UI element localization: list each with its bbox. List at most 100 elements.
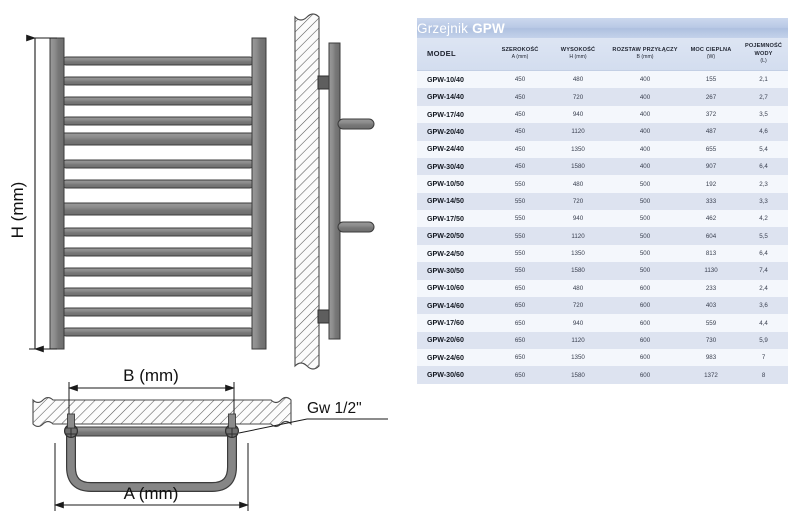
table-title-plain: Grzejnik	[417, 20, 473, 36]
cell-height: 1580	[549, 262, 607, 280]
plan-riser-left	[67, 413, 75, 429]
table-title-row: Grzejnik GPW	[417, 18, 789, 38]
dimension-width-a	[53, 443, 250, 511]
cell-spacing: 400	[607, 88, 683, 106]
cell-spacing: 500	[607, 262, 683, 280]
cell-capacity: 3,5	[739, 105, 789, 124]
cell-spacing: 400	[607, 157, 683, 176]
cell-height: 1580	[549, 157, 607, 176]
cell-power: 907	[683, 157, 739, 176]
side-hanger-bar-bottom	[337, 221, 375, 233]
radiator-hanger-bars	[55, 132, 261, 216]
cell-capacity: 3,6	[739, 296, 789, 315]
cell-height: 940	[549, 314, 607, 332]
cell-model: GPW-24/60	[417, 349, 491, 367]
cell-spacing: 400	[607, 123, 683, 141]
cell-width: 550	[491, 262, 549, 280]
side-view-radiator	[294, 13, 375, 370]
cell-width: 450	[491, 157, 549, 176]
cell-power: 655	[683, 140, 739, 158]
column-header-spacing-name: ROZSTAW PRZYŁĄCZY	[612, 46, 678, 53]
column-header-power: MOC CIEPLNA (W)	[683, 38, 739, 72]
cell-model: GPW-30/50	[417, 262, 491, 280]
cell-model: GPW-24/50	[417, 244, 491, 263]
plan-pipe-body	[67, 428, 236, 491]
cell-spacing: 500	[607, 192, 683, 211]
cell-height: 720	[549, 296, 607, 315]
cell-spacing: 600	[607, 296, 683, 315]
cell-spacing: 600	[607, 349, 683, 367]
column-header-height-name: WYSOKOŚĆ	[560, 46, 596, 53]
cell-capacity: 3,3	[739, 192, 789, 211]
cell-height: 480	[549, 279, 607, 297]
plan-wall-hatch	[33, 397, 291, 427]
cell-height: 480	[549, 70, 607, 89]
cell-width: 650	[491, 314, 549, 332]
plan-riser-right	[228, 413, 236, 429]
column-header-capacity-unit: (L)	[760, 58, 767, 65]
cell-height: 1580	[549, 366, 607, 384]
bottom-view-plan	[32, 396, 292, 492]
cell-width: 550	[491, 192, 549, 211]
cell-model: GPW-20/60	[417, 331, 491, 350]
cell-power: 333	[683, 192, 739, 211]
cell-power: 813	[683, 244, 739, 263]
cell-power: 155	[683, 70, 739, 89]
cell-height: 1350	[549, 244, 607, 263]
table-head: Grzejnik GPW	[417, 18, 789, 38]
cell-capacity: 5,4	[739, 140, 789, 158]
front-view-radiator	[49, 37, 267, 350]
cell-height: 1350	[549, 349, 607, 367]
cell-spacing: 400	[607, 70, 683, 89]
cell-capacity: 6,4	[739, 157, 789, 176]
cell-spacing: 500	[607, 227, 683, 245]
cell-model: GPW-14/40	[417, 88, 491, 106]
cell-power: 487	[683, 123, 739, 141]
cell-model: GPW-30/60	[417, 366, 491, 384]
cell-capacity: 4,4	[739, 314, 789, 332]
cell-capacity: 4,2	[739, 210, 789, 228]
cell-power: 1372	[683, 366, 739, 384]
cell-model: GPW-14/50	[417, 192, 491, 211]
side-rail	[328, 42, 341, 340]
cell-width: 650	[491, 296, 549, 315]
cell-model: GPW-10/40	[417, 70, 491, 89]
cell-power: 403	[683, 296, 739, 315]
dimension-height-label: H (mm)	[8, 182, 27, 239]
column-header-height: WYSOKOŚĆ H (mm)	[549, 38, 607, 72]
column-header-width: SZEROKOŚĆ A (mm)	[491, 38, 549, 72]
cell-width: 450	[491, 88, 549, 106]
cell-spacing: 400	[607, 140, 683, 158]
cell-capacity: 8	[739, 366, 789, 384]
cell-height: 1120	[549, 331, 607, 350]
cell-width: 450	[491, 140, 549, 158]
cell-height: 940	[549, 210, 607, 228]
cell-capacity: 2,4	[739, 279, 789, 297]
cell-height: 720	[549, 192, 607, 211]
cell-model: GPW-30/40	[417, 157, 491, 176]
cell-spacing: 600	[607, 366, 683, 384]
column-header-width-unit: A (mm)	[511, 54, 529, 61]
thread-callout-leader	[238, 418, 388, 434]
column-header-spacing: ROZSTAW PRZYŁĄCZY B (mm)	[607, 38, 683, 72]
table-column-header: MODEL SZEROKOŚĆ A (mm) WYSOKOŚĆ H (mm) R…	[417, 38, 789, 72]
cell-capacity: 5,5	[739, 227, 789, 245]
cell-power: 983	[683, 349, 739, 367]
plan-pipe-top-run	[67, 426, 236, 437]
cell-width: 550	[491, 227, 549, 245]
cell-power: 462	[683, 210, 739, 228]
cell-height: 1120	[549, 123, 607, 141]
table-title-bold: GPW	[472, 20, 505, 36]
cell-height: 940	[549, 105, 607, 124]
thread-callout-label: Gw 1/2"	[307, 400, 362, 417]
cell-model: GPW-14/60	[417, 296, 491, 315]
